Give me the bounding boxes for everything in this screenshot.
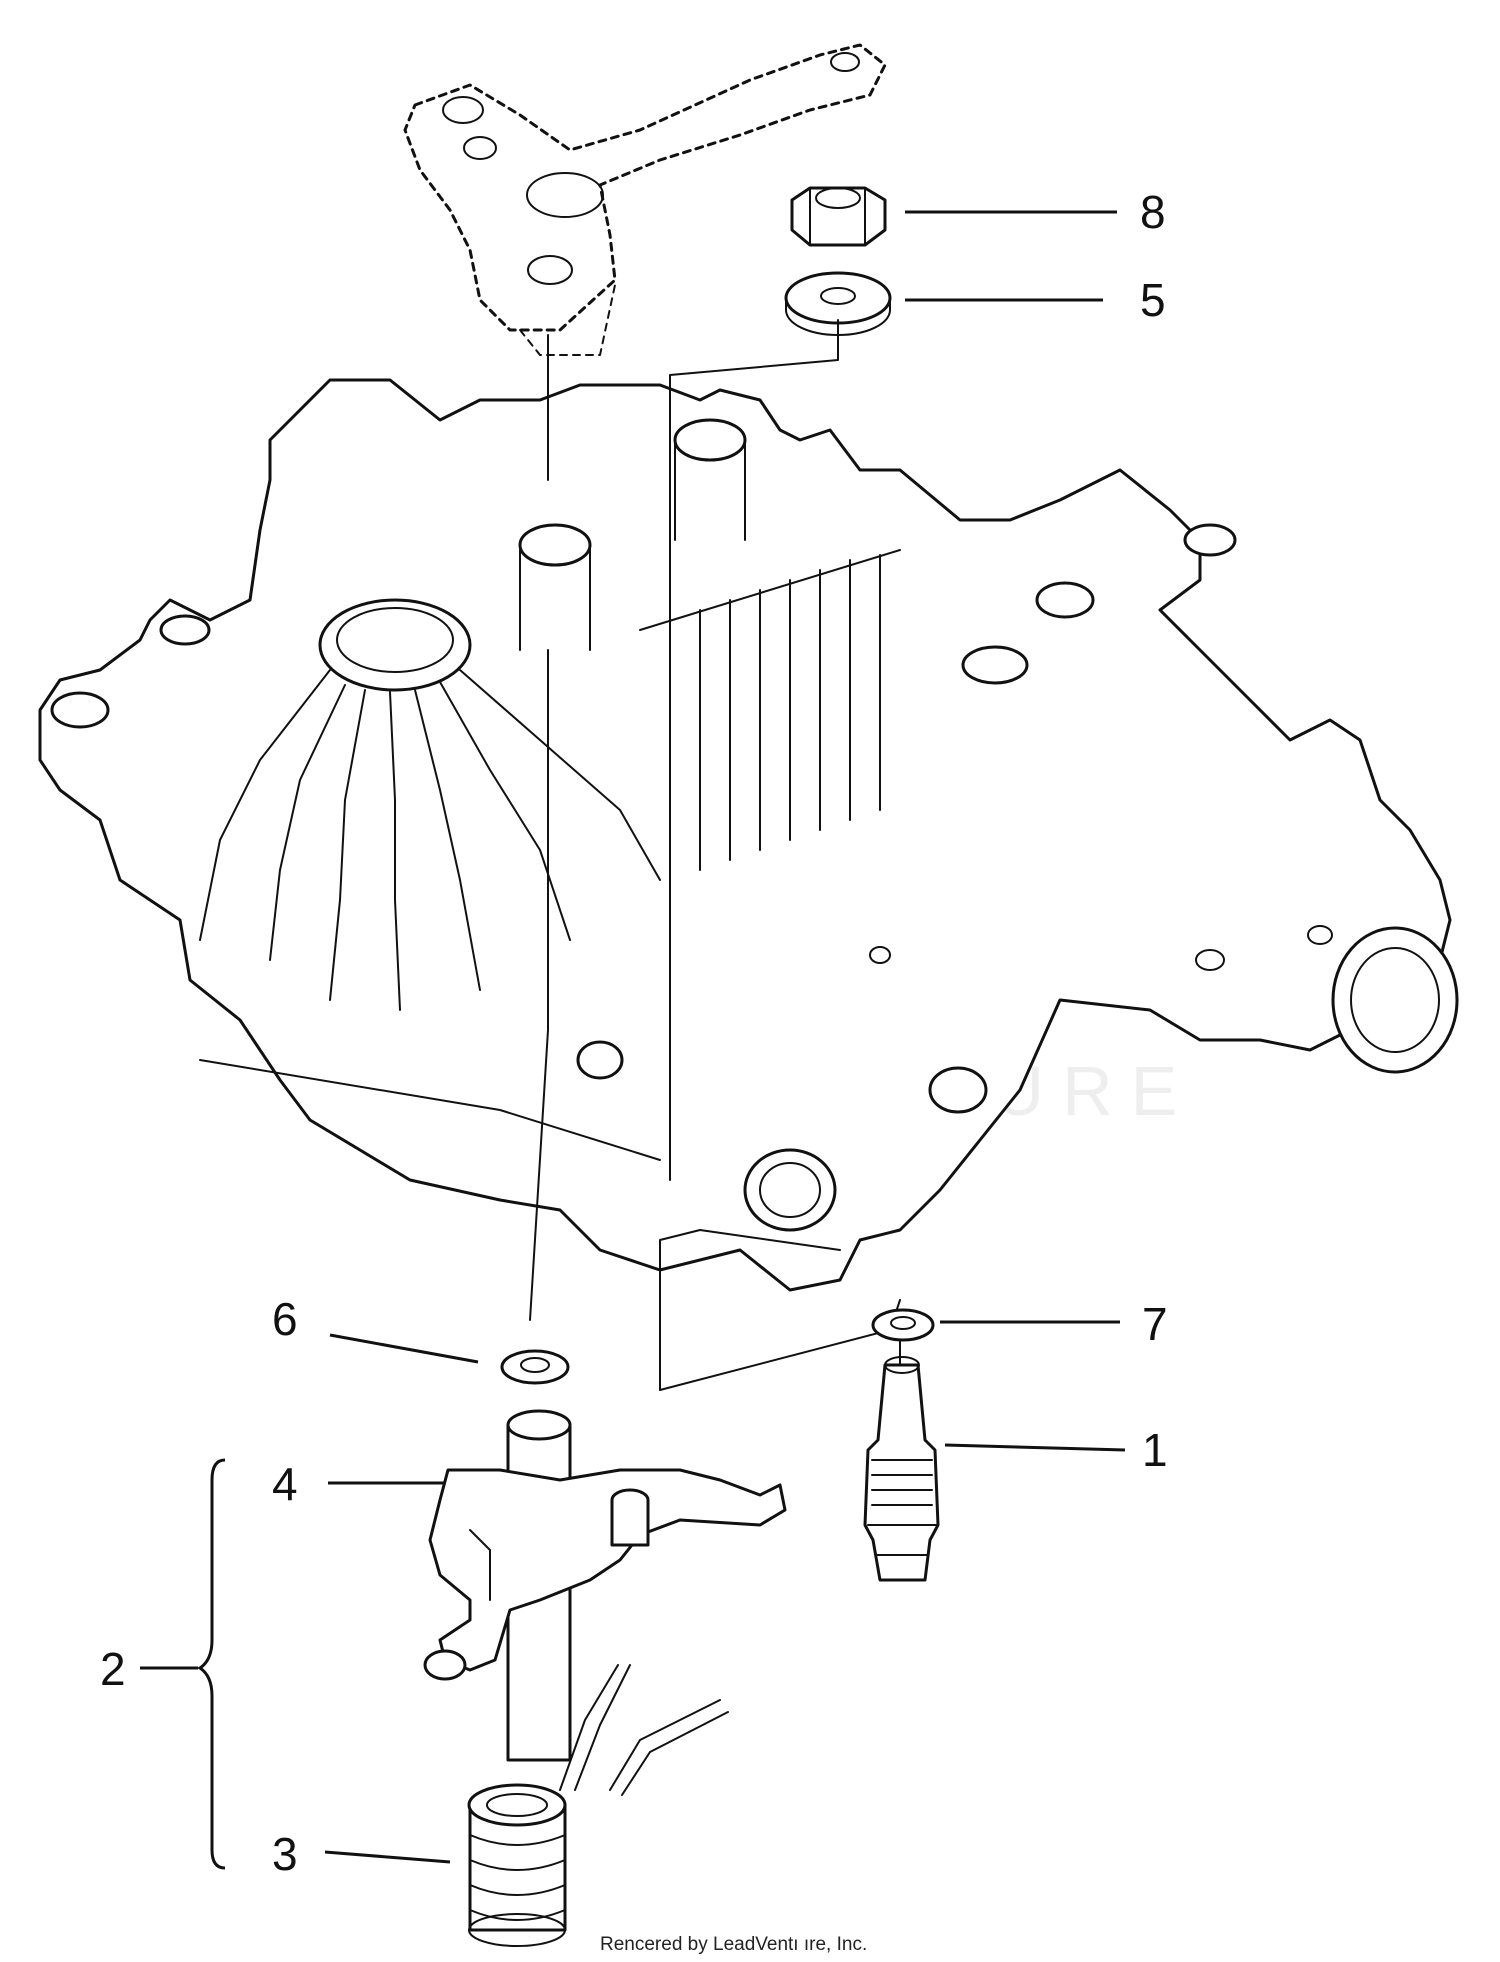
threaded-stud	[863, 1356, 940, 1582]
hex-nut	[790, 186, 887, 247]
coil-spring	[467, 1783, 567, 1947]
callout-5: 5	[1140, 274, 1166, 326]
rendered-by-credit: Rencered by LeadVentı ıre, Inc.	[600, 1934, 867, 1955]
callout-4: 4	[272, 1458, 298, 1510]
callout-8: 8	[1140, 186, 1166, 238]
control-arm	[403, 43, 887, 356]
callout-3: 3	[272, 1828, 298, 1880]
group-bracket	[197, 1458, 226, 1870]
transaxle-housing	[38, 378, 1459, 1292]
leader-lines	[140, 210, 1126, 1864]
lock-washer-left	[500, 1349, 570, 1385]
shift-shaft-assembly	[423, 1409, 787, 1796]
callout-labels: 8 5 6 7 1 4 2 3	[100, 186, 1168, 1880]
callout-7: 7	[1142, 1298, 1168, 1350]
lock-washer-right	[871, 1308, 935, 1342]
callout-1: 1	[1142, 1424, 1168, 1476]
callout-2: 2	[100, 1643, 126, 1695]
callout-6: 6	[272, 1293, 298, 1345]
